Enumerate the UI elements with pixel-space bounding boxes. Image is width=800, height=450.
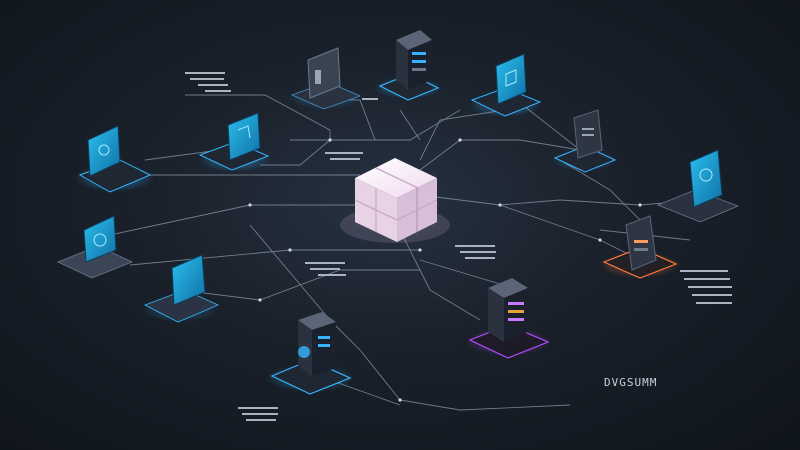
central-hub-cube [340,158,450,243]
device-right-icon [553,109,617,173]
server-right-icon [600,215,680,279]
laptop-far-left-icon [75,125,155,193]
tablet-top-right-icon [469,53,542,117]
text-noise [185,72,732,421]
server-top-icon [374,30,442,101]
laptop-left-icon [56,215,134,279]
laptop-mid-left-icon [142,254,219,323]
device-top-left-icon [289,47,362,110]
server-bottom-left-icon [266,312,354,395]
tablet-top-left-icon [198,112,271,172]
diagram-caption: DVGSUMM [604,376,658,389]
server-center-icon [466,278,550,359]
connection-lines [109,94,701,411]
laptop-far-right-icon [656,149,740,223]
